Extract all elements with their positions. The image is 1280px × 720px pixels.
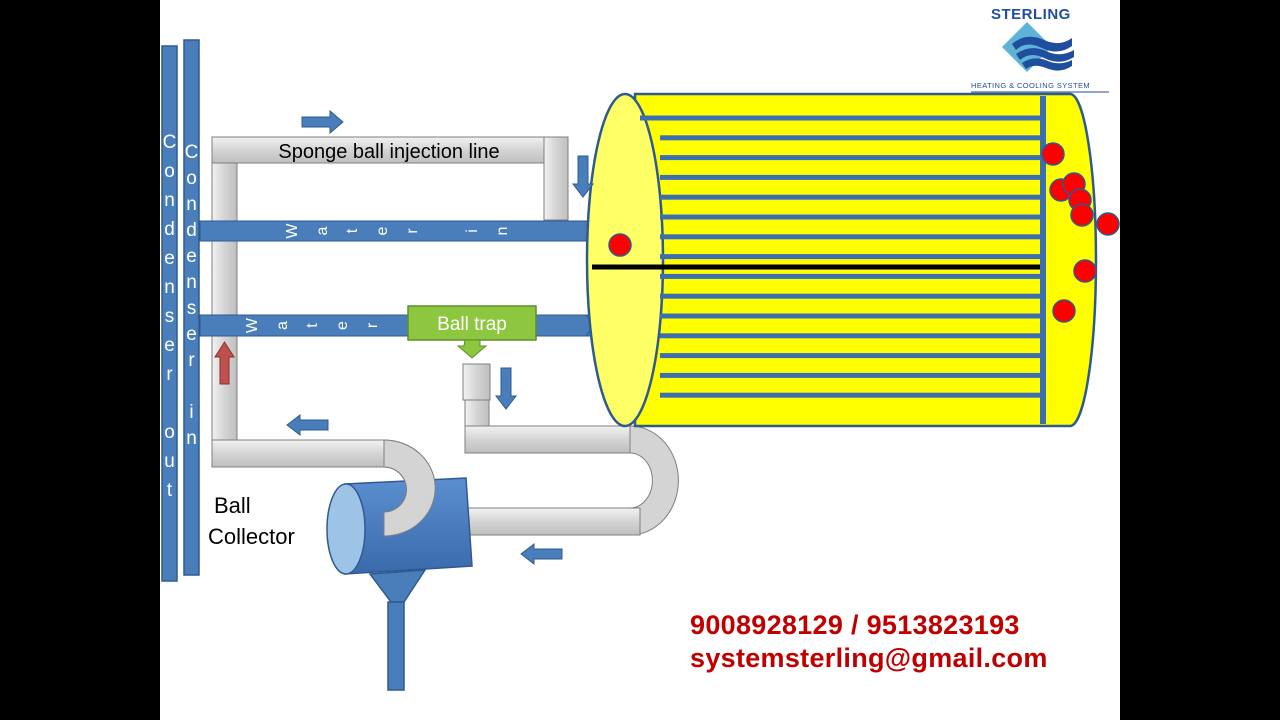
- sponge-ball-icon: [1096, 212, 1120, 236]
- water-in-pipe: [199, 220, 593, 242]
- svg-text:t: t: [304, 323, 321, 328]
- return-line-bottom: [211, 439, 385, 468]
- injection-line: [211, 136, 569, 164]
- svg-text:W: W: [284, 223, 301, 239]
- condenser-tube: [660, 194, 1040, 200]
- condenser-tube: [660, 155, 1040, 161]
- left-arrow-icon: [286, 413, 329, 437]
- ball-trap-arrow-icon: [456, 339, 488, 359]
- sponge-ball-icon: [1041, 142, 1065, 166]
- up-arrow-icon: [214, 341, 235, 385]
- svg-text:n: n: [494, 227, 511, 236]
- svg-text:e: e: [374, 226, 391, 235]
- condenser-tube: [660, 273, 1040, 279]
- sponge-ball-icon: [608, 233, 632, 257]
- condenser-tubes: [640, 115, 1040, 398]
- svg-text:r: r: [404, 228, 421, 234]
- condenser-out-pipe: [161, 45, 178, 582]
- svg-text:a: a: [274, 321, 291, 330]
- sponge-ball-icon: [1070, 203, 1094, 227]
- svg-text:r: r: [364, 322, 381, 328]
- trap-outlet-vertical: [464, 399, 490, 427]
- condenser-in-pipe: [183, 39, 200, 576]
- collector-inlet-bend: [383, 439, 436, 537]
- collector-feed-pipe: [466, 507, 641, 536]
- sponge-ball-icon: [1052, 299, 1076, 323]
- sponge-balls: [608, 142, 1120, 323]
- brand-tagline: HEATING & COOLING SYSTEM: [971, 81, 1091, 90]
- condenser-tube: [660, 392, 1040, 398]
- injection-line-drop: [543, 136, 569, 221]
- condenser-tube: [660, 214, 1040, 220]
- return-line-vertical: [211, 162, 238, 442]
- condenser-tube: [660, 174, 1040, 180]
- ball-collector-label-line2: Collector: [208, 524, 295, 549]
- svg-text:e: e: [334, 321, 351, 330]
- right-arrow-icon: [301, 109, 344, 135]
- sponge-ball-icon: [1073, 259, 1097, 283]
- svg-text:t: t: [344, 228, 361, 233]
- down-arrow-icon: [571, 155, 595, 198]
- condenser-tube: [660, 135, 1040, 141]
- contact-email: systemsterling@gmail.com: [690, 643, 1048, 673]
- condenser: [585, 92, 1098, 428]
- trap-outlet-horizontal: [464, 425, 631, 454]
- trap-outlet-bend: [629, 425, 679, 536]
- left-arrow-icon: [520, 542, 563, 566]
- condenser-tube: [660, 353, 1040, 359]
- ball-trap: [407, 305, 537, 341]
- condenser-tube: [660, 333, 1040, 339]
- svg-text:W: W: [244, 317, 261, 333]
- trap-outlet-stub: [462, 363, 491, 401]
- svg-text:a: a: [314, 226, 331, 235]
- ball-trap-label: Ball trap: [437, 314, 507, 335]
- tube-sheet: [1040, 96, 1046, 424]
- condenser-tube: [660, 234, 1040, 240]
- brand-name: STERLING: [991, 6, 1071, 23]
- condenser-tube: [660, 293, 1040, 299]
- contact-phones: 9008928129 / 9513823193: [690, 610, 1020, 640]
- injection-line-label: Sponge ball injection line: [278, 141, 499, 163]
- condenser-tube: [660, 254, 1040, 260]
- down-arrow-icon: [494, 367, 518, 410]
- condenser-tube: [660, 313, 1040, 319]
- condenser-tube: [660, 372, 1040, 378]
- svg-text:i: i: [464, 229, 481, 233]
- sterling-logo-icon: [971, 22, 1109, 93]
- condenser-tube: [640, 115, 1040, 121]
- ball-collector-label-line1: Ball: [214, 493, 251, 518]
